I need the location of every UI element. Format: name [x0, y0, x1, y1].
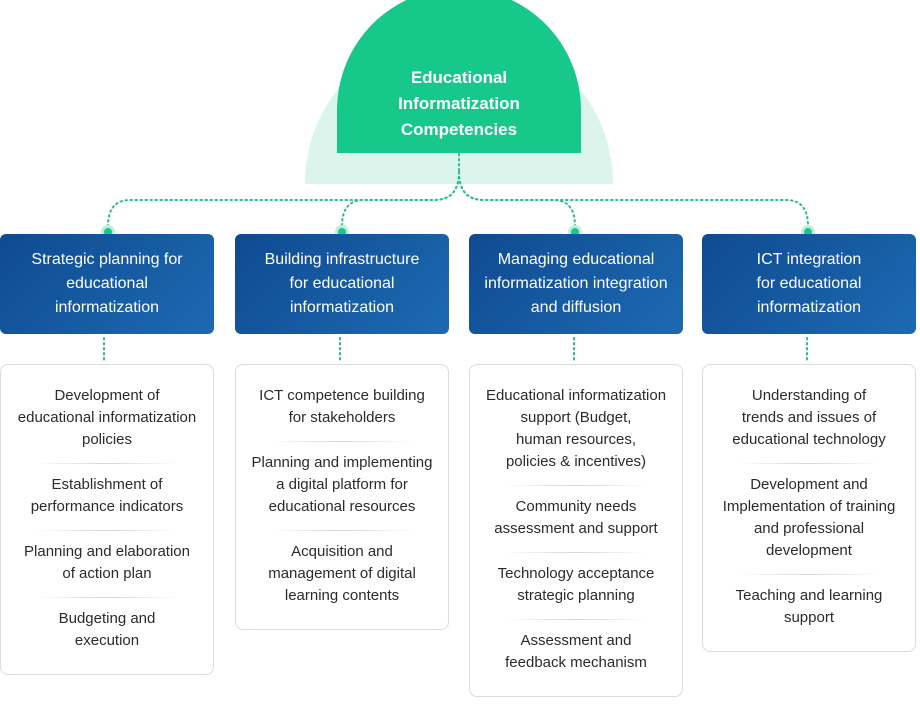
list-item: Educational informatization support (Bud…	[485, 387, 667, 470]
item-divider	[35, 597, 179, 598]
list-item: Understanding of trends and issues of ed…	[732, 387, 886, 448]
root-title-text: Educational Informatization Competencies	[398, 68, 520, 139]
item-divider	[270, 530, 414, 531]
connector-to-cat-2	[341, 171, 460, 227]
list-item: Development of educational informatizati…	[17, 387, 197, 448]
list-item: Teaching and learning support	[735, 587, 883, 626]
list-item: Acquisition and management of digital le…	[268, 543, 416, 604]
item-divider	[35, 530, 179, 531]
category-title: ICT integration for educational informat…	[756, 251, 862, 316]
list-item: Planning and elaboration of action plan	[24, 543, 190, 582]
category-list-managing-integration: Educational informatization support (Bud…	[469, 364, 683, 697]
category-list-strategic-planning: Development of educational informatizati…	[0, 364, 214, 675]
connector-to-cat-4	[458, 171, 809, 227]
root-title: Educational Informatization Competencies	[336, 58, 582, 150]
item-divider	[35, 463, 179, 464]
list-item: Budgeting and execution	[58, 610, 156, 649]
list-item: Community needs assessment and support	[494, 498, 658, 537]
list-item: ICT competence building for stakeholders	[259, 387, 425, 426]
category-managing-integration: Managing educational informatization int…	[469, 234, 683, 334]
category-title: Building infrastructure for educational …	[264, 251, 420, 316]
item-divider	[737, 574, 881, 575]
list-item: Establishment of performance indicators	[30, 476, 184, 515]
item-divider	[504, 485, 648, 486]
category-strategic-planning: Strategic planning for educational infor…	[0, 234, 214, 334]
list-item: Assessment and feedback mechanism	[505, 632, 647, 671]
item-divider	[504, 619, 648, 620]
list-item: Planning and implementing a digital plat…	[251, 454, 433, 515]
category-list-building-infrastructure: ICT competence building for stakeholders…	[235, 364, 449, 630]
list-item: Technology acceptance strategic planning	[497, 565, 655, 604]
item-divider	[737, 463, 881, 464]
category-list-ict-integration: Understanding of trends and issues of ed…	[702, 364, 916, 652]
category-ict-integration: ICT integration for educational informat…	[702, 234, 916, 334]
item-divider	[504, 552, 648, 553]
category-building-infrastructure: Building infrastructure for educational …	[235, 234, 449, 334]
category-title: Strategic planning for educational infor…	[31, 251, 183, 316]
root-semicircle	[337, 0, 581, 153]
item-divider	[270, 441, 414, 442]
category-title: Managing educational informatization int…	[484, 251, 668, 316]
list-item: Development and Implementation of traini…	[722, 476, 896, 559]
